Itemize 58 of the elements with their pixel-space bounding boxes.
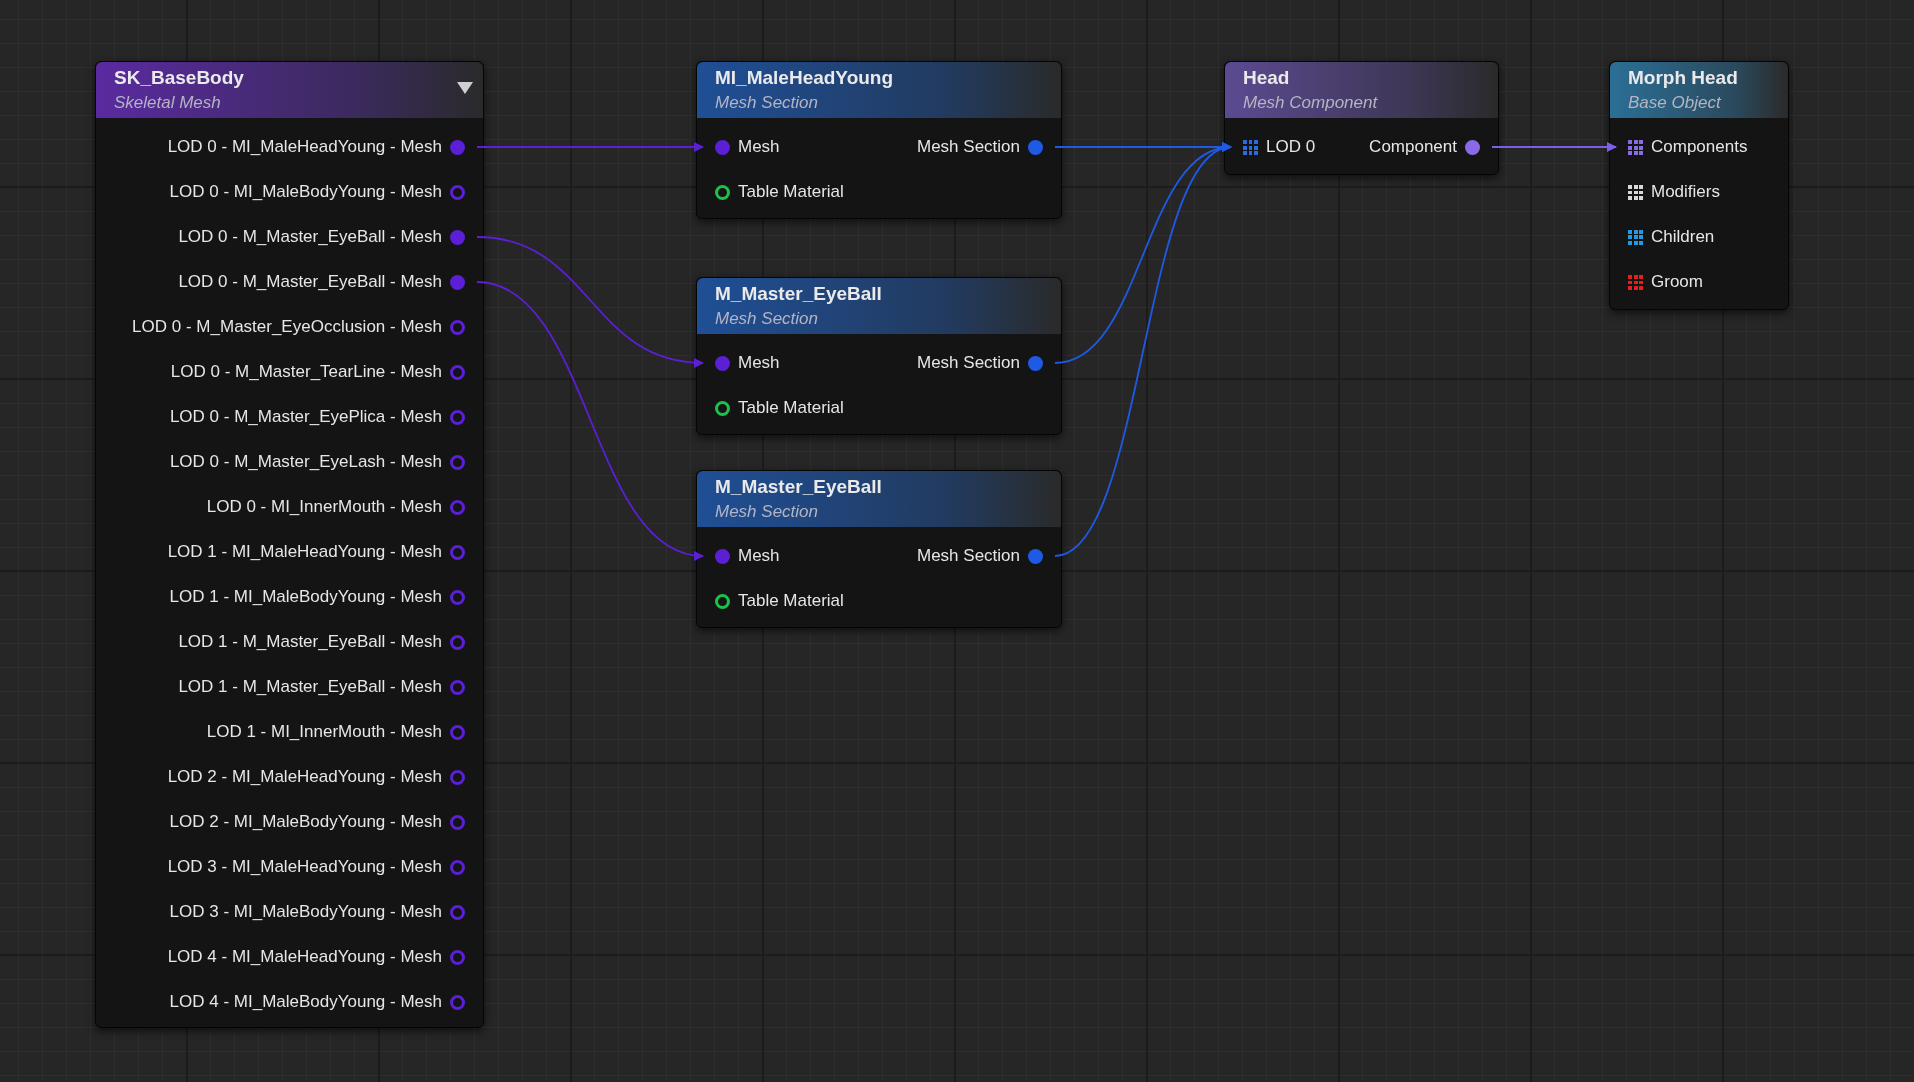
pin: Mesh (703, 136, 780, 158)
card-title: M_Master_EyeBall (715, 283, 882, 305)
card-subtitle: Mesh Section (715, 93, 818, 113)
card-subtitle: Mesh Section (715, 309, 818, 329)
pin: Mesh (703, 545, 780, 567)
connector (1054, 145, 1232, 557)
pin: LOD 2 - MI_MaleHeadYoung - Mesh (167, 766, 477, 788)
pin: LOD 1 - MI_InnerMouth - Mesh (206, 721, 477, 743)
card-title: SK_BaseBody (114, 67, 244, 89)
connector (1491, 142, 1617, 152)
pin: LOD 0 - M_Master_EyeLash - Mesh (169, 451, 477, 473)
pin: Component (1369, 136, 1492, 158)
connector (476, 142, 704, 152)
pin: Mesh (703, 352, 780, 374)
connector (476, 236, 704, 368)
node-card (1609, 61, 1789, 310)
pin: LOD 3 - MI_MaleBodyYoung - Mesh (169, 901, 477, 923)
pin: Mesh Section (917, 136, 1055, 158)
connector (476, 281, 704, 560)
card-title: Head (1243, 67, 1290, 89)
pin: Components (1616, 136, 1748, 158)
pin: LOD 0 - M_Master_EyeBall - Mesh (178, 226, 477, 248)
card-subtitle: Mesh Component (1243, 93, 1378, 113)
pin: LOD 1 - MI_MaleBodyYoung - Mesh (169, 586, 477, 608)
pin: LOD 4 - MI_MaleBodyYoung - Mesh (169, 991, 477, 1013)
card-subtitle: Mesh Section (715, 502, 818, 522)
pin: LOD 0 - M_Master_EyePlica - Mesh (169, 406, 477, 428)
node-card (696, 61, 1062, 219)
pin: Table Material (703, 397, 844, 419)
node-card (696, 470, 1062, 628)
pin: LOD 0 - MI_MaleHeadYoung - Mesh (167, 136, 477, 158)
pin: Mesh Section (917, 352, 1055, 374)
pin: LOD 0 (1231, 136, 1316, 158)
pin: LOD 0 - MI_MaleBodyYoung - Mesh (169, 181, 477, 203)
card-title: Morph Head (1628, 67, 1738, 89)
pin: Groom (1616, 271, 1703, 293)
card-subtitle: Base Object (1628, 93, 1721, 113)
pin: Modifiers (1616, 181, 1720, 203)
node-card (95, 61, 484, 1028)
pin: LOD 1 - M_Master_EyeBall - Mesh (178, 676, 477, 698)
pin: LOD 3 - MI_MaleHeadYoung - Mesh (167, 856, 477, 878)
card-title: MI_MaleHeadYoung (715, 67, 894, 89)
pin: Children (1616, 226, 1715, 248)
pin: LOD 0 - M_Master_EyeOcclusion - Mesh (132, 316, 477, 338)
pin: LOD 1 - M_Master_EyeBall - Mesh (178, 631, 477, 653)
card-title: M_Master_EyeBall (715, 476, 882, 498)
pin: LOD 0 - M_Master_EyeBall - Mesh (178, 271, 477, 293)
node-card (696, 277, 1062, 435)
card-subtitle: Skeletal Mesh (114, 93, 221, 113)
pin: LOD 0 - M_Master_TearLine - Mesh (170, 361, 477, 383)
pin: LOD 2 - MI_MaleBodyYoung - Mesh (169, 811, 477, 833)
pin: LOD 4 - MI_MaleHeadYoung - Mesh (167, 946, 477, 968)
pin: Table Material (703, 590, 844, 612)
node-card (1224, 61, 1499, 175)
pin: LOD 1 - MI_MaleHeadYoung - Mesh (167, 541, 477, 563)
pin: Mesh Section (917, 545, 1055, 567)
pin: LOD 0 - MI_InnerMouth - Mesh (206, 496, 477, 518)
pin: Table Material (703, 181, 844, 203)
